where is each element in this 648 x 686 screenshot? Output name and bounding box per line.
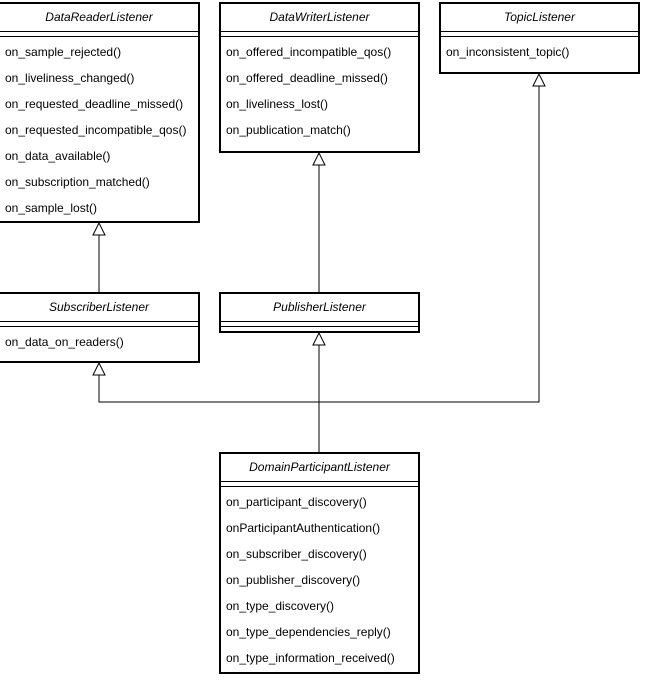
class-data-reader-listener: DataReaderListener on_sample_rejected() … xyxy=(0,2,200,223)
method-list: on_offered_incompatible_qos() on_offered… xyxy=(221,37,418,143)
method-item: on_type_discovery() xyxy=(226,599,335,613)
generalization-arrow-icon xyxy=(312,151,326,166)
method-item: on_data_on_readers() xyxy=(5,335,124,349)
class-separator xyxy=(441,31,638,37)
generalization-arrow-icon xyxy=(92,221,106,236)
method-item: on_liveliness_lost() xyxy=(226,97,329,111)
edge-participant-to-subscriber-topic xyxy=(98,86,540,403)
class-publisher-listener: PublisherListener xyxy=(219,292,420,333)
class-title: DataReaderListener xyxy=(45,10,153,24)
method-item: on_sample_rejected() xyxy=(5,45,122,59)
generalization-arrow-icon xyxy=(92,361,106,376)
class-title: TopicListener xyxy=(504,10,575,24)
method-item: on_requested_incompatible_qos() xyxy=(5,123,187,137)
class-title: DataWriterListener xyxy=(269,10,370,24)
method-item: on_subscription_matched() xyxy=(5,175,150,189)
method-item: onParticipantAuthentication() xyxy=(226,521,381,535)
class-topic-listener: TopicListener on_inconsistent_topic() xyxy=(439,2,640,74)
class-separator xyxy=(221,481,418,487)
method-item: on_inconsistent_topic() xyxy=(446,45,570,59)
method-item: on_data_available() xyxy=(5,149,111,163)
method-item: on_publisher_discovery() xyxy=(226,573,361,587)
class-title: SubscriberListener xyxy=(48,300,150,314)
class-separator xyxy=(0,31,198,37)
generalization-arrow-icon xyxy=(312,331,326,346)
generalization-arrow-icon xyxy=(532,72,546,87)
class-separator xyxy=(221,321,418,327)
method-item: on_type_dependencies_reply() xyxy=(226,625,391,639)
method-item: on_publication_match() xyxy=(226,123,351,137)
method-list: on_sample_rejected() on_liveliness_chang… xyxy=(0,37,198,221)
class-title: DomainParticipantListener xyxy=(249,460,390,474)
method-list: on_participant_discovery() onParticipant… xyxy=(221,487,418,671)
method-item: on_offered_deadline_missed() xyxy=(226,71,388,85)
class-title: PublisherListener xyxy=(273,300,366,314)
class-separator xyxy=(0,321,198,327)
method-list: on_inconsistent_topic() xyxy=(441,37,638,65)
method-list: on_data_on_readers() xyxy=(0,327,198,355)
method-item: on_participant_discovery() xyxy=(226,495,367,509)
method-item: on_requested_deadline_missed() xyxy=(5,97,184,111)
method-item: on_subscriber_discovery() xyxy=(226,547,367,561)
class-data-writer-listener: DataWriterListener on_offered_incompatib… xyxy=(219,2,420,153)
method-item: on_type_information_received() xyxy=(226,651,395,665)
class-separator xyxy=(221,31,418,37)
class-domain-participant-listener: DomainParticipantListener on_participant… xyxy=(219,452,420,674)
class-subscriber-listener: SubscriberListener on_data_on_readers() xyxy=(0,292,200,363)
method-item: on_offered_incompatible_qos() xyxy=(226,45,392,59)
method-item: on_sample_lost() xyxy=(5,201,98,215)
method-item: on_liveliness_changed() xyxy=(5,71,135,85)
